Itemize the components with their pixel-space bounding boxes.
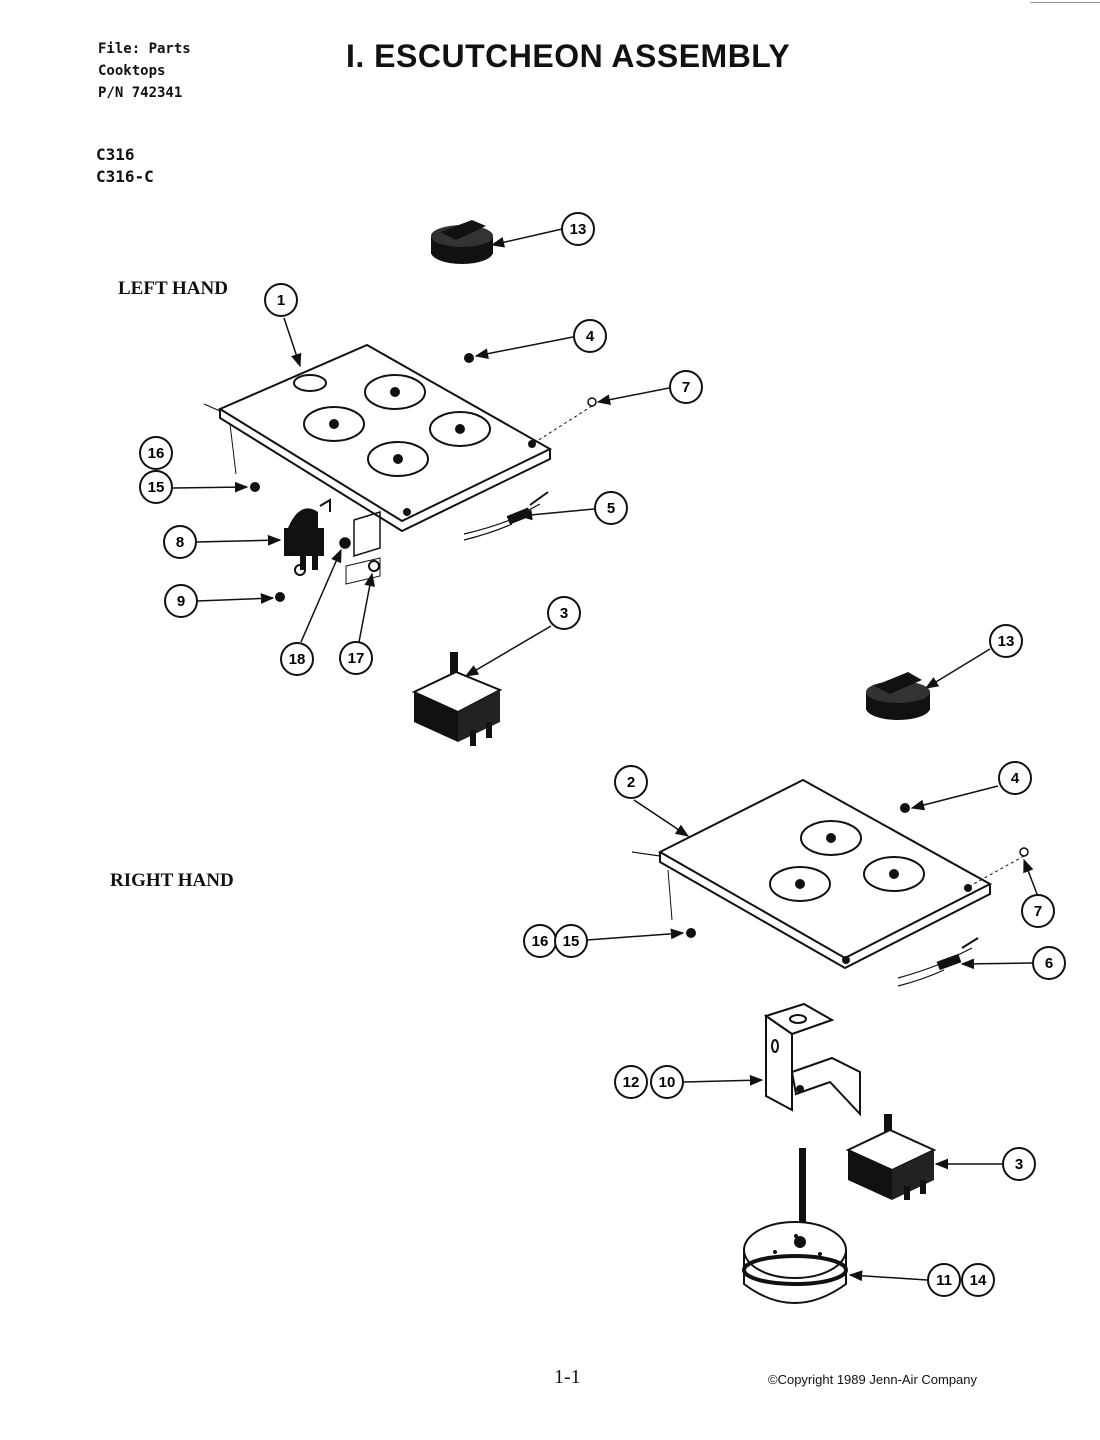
- page-number: 1-1: [554, 1366, 581, 1388]
- callout-15: 15: [139, 470, 173, 504]
- callout-1: 1: [264, 283, 298, 317]
- screw-left-7: [587, 397, 597, 407]
- svg-text:4: 4: [1011, 770, 1020, 787]
- callout-15-right: 15: [554, 924, 588, 958]
- callout-7: 7: [669, 370, 703, 404]
- model-item: C316-C: [96, 167, 154, 186]
- bracket-10: [763, 1002, 861, 1117]
- svg-text:7: 7: [1034, 903, 1042, 920]
- svg-text:1: 1: [277, 292, 285, 309]
- wire-assembly-5: [463, 491, 549, 541]
- svg-text:2: 2: [627, 774, 635, 791]
- svg-text:13: 13: [570, 221, 587, 238]
- callout-14: 14: [961, 1263, 995, 1297]
- svg-text:9: 9: [177, 593, 185, 610]
- callout-3-right: 3: [1002, 1147, 1036, 1181]
- part-number-line: P/N 742341: [98, 85, 183, 101]
- control-3-right: [845, 1114, 937, 1200]
- svg-text:16: 16: [148, 445, 165, 462]
- svg-text:14: 14: [970, 1272, 987, 1289]
- top-edge-line: [1030, 2, 1100, 3]
- svg-text:5: 5: [607, 500, 615, 517]
- callout-11: 11: [927, 1263, 961, 1297]
- svg-text:6: 6: [1045, 955, 1053, 972]
- callout-17: 17: [339, 641, 373, 675]
- right-hand-label: RIGHT HAND: [110, 870, 234, 891]
- wire-assembly-6: [897, 937, 979, 987]
- model-item: C316: [96, 145, 135, 164]
- callout-4: 4: [573, 319, 607, 353]
- page-title: I. ESCUTCHEON ASSEMBLY: [346, 38, 791, 74]
- left-hand-label: LEFT HAND: [118, 278, 228, 299]
- screw-right-7: [1019, 847, 1029, 857]
- svg-text:13: 13: [998, 633, 1015, 650]
- screw-left-4: [464, 353, 474, 363]
- timer-11: [742, 1148, 848, 1304]
- svg-text:3: 3: [560, 605, 568, 622]
- file-header: File: Parts Cooktops P/N 742341: [98, 38, 191, 104]
- callout-5: 5: [594, 491, 628, 525]
- svg-text:15: 15: [148, 479, 165, 496]
- callout-6: 6: [1032, 946, 1066, 980]
- screw-right-15: [686, 928, 696, 938]
- callout-12: 12: [614, 1065, 648, 1099]
- screw-17: [368, 560, 380, 572]
- escutcheon-plate-right: [631, 778, 993, 970]
- svg-text:4: 4: [586, 328, 595, 345]
- screw-left-15: [250, 482, 260, 492]
- callout-18: 18: [280, 642, 314, 676]
- knob-right: [866, 672, 930, 720]
- svg-text:10: 10: [659, 1074, 676, 1091]
- bracket-left: [339, 510, 381, 585]
- callout-8: 8: [163, 525, 197, 559]
- callout-10: 10: [650, 1065, 684, 1099]
- category-line: Cooktops: [98, 63, 166, 79]
- callout-2: 2: [614, 765, 648, 799]
- callout-13: 13: [561, 212, 595, 246]
- svg-text:3: 3: [1015, 1156, 1023, 1173]
- callout-16-right: 16: [523, 924, 557, 958]
- svg-text:7: 7: [682, 379, 690, 396]
- svg-text:11: 11: [936, 1272, 952, 1289]
- callout-16: 16: [139, 436, 173, 470]
- callout-4-right: 4: [998, 761, 1032, 795]
- callout-13-right: 13: [989, 624, 1023, 658]
- knob-left: [431, 220, 493, 264]
- callout-9: 9: [164, 584, 198, 618]
- leader-lines: [172, 228, 1038, 1282]
- callout-3: 3: [547, 596, 581, 630]
- escutcheon-plate-left: [203, 343, 553, 533]
- file-line: File: Parts: [98, 41, 191, 57]
- svg-text:8: 8: [176, 534, 184, 551]
- svg-text:12: 12: [623, 1074, 640, 1091]
- svg-text:18: 18: [289, 651, 306, 668]
- nut-9: [275, 592, 285, 602]
- svg-text:15: 15: [563, 933, 580, 950]
- svg-text:17: 17: [348, 650, 365, 667]
- callout-7-right: 7: [1021, 894, 1055, 928]
- copyright-notice: ©Copyright 1989 Jenn-Air Company: [768, 1372, 978, 1387]
- svg-text:16: 16: [532, 933, 549, 950]
- screw-right-4: [900, 803, 910, 813]
- control-3-left: [411, 652, 503, 746]
- model-list: C316 C316-C: [96, 144, 154, 188]
- switch-8: [284, 498, 331, 576]
